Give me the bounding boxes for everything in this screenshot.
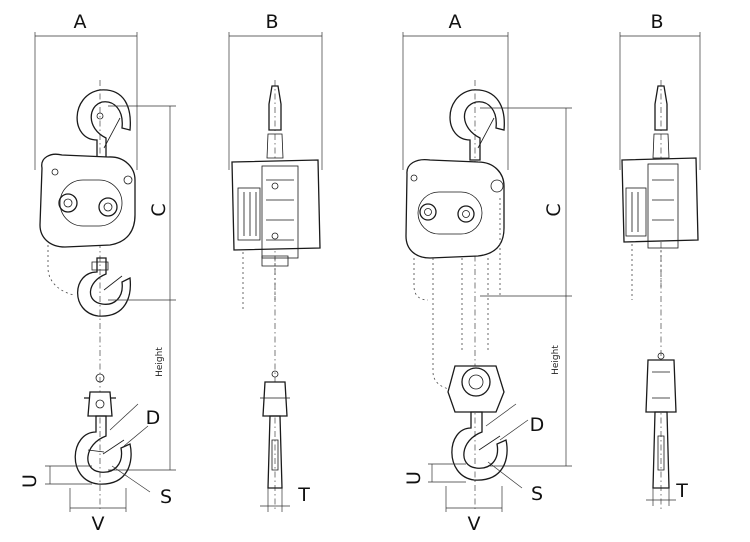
dim-label-v: V	[92, 513, 105, 535]
side-view-single: B T	[228, 11, 323, 512]
dim-label-a: A	[74, 11, 87, 33]
front-view-single: A C Height	[19, 11, 176, 535]
dim-label-c: C	[148, 203, 170, 216]
dim-label-t2: T	[675, 480, 688, 502]
dim-label-d: D	[146, 407, 161, 429]
dim-label-b: B	[265, 11, 278, 33]
dim-label-u: U	[19, 474, 41, 488]
dim-label-s2: S	[531, 483, 543, 505]
side-view-double: B T	[619, 11, 701, 510]
dim-label-t: T	[297, 484, 310, 506]
dim-label-a2: A	[449, 11, 462, 33]
dim-label-s: S	[160, 486, 172, 508]
dim-label-b2: B	[650, 11, 663, 33]
dim-label-c2: C	[543, 203, 565, 216]
dim-label-v2: V	[468, 513, 481, 535]
front-view-double: A C Height D	[402, 11, 572, 535]
dim-label-d2: D	[530, 414, 545, 436]
dim-label-height: Height	[155, 347, 165, 377]
dim-label-u2: U	[403, 471, 425, 485]
dim-label-height2: Height	[551, 345, 561, 375]
